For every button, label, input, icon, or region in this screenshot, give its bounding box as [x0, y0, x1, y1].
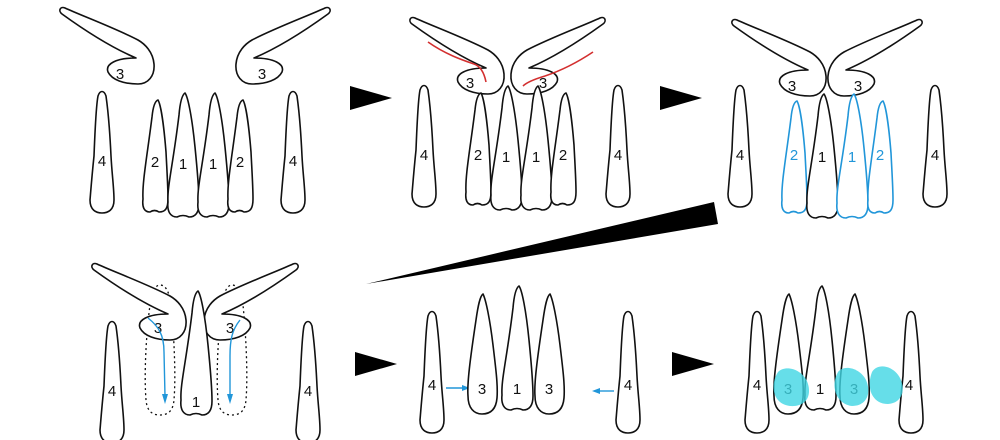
incision-line-left [427, 41, 487, 83]
central-right-extracted: 1 [836, 93, 869, 219]
canine-left-impacted: 3 [731, 18, 827, 97]
canine-left-label: 3 [116, 66, 124, 83]
premolar-right-label: 4 [905, 377, 913, 394]
central-left-label: 1 [816, 381, 824, 398]
bone-graft-right [869, 366, 903, 404]
central-left: 1 [501, 285, 534, 411]
premolar-left-label: 4 [108, 383, 116, 400]
central-left-label: 1 [179, 156, 187, 173]
canine-right-label: 3 [258, 66, 266, 83]
canine-right-label: 3 [854, 78, 862, 95]
bone-graft-center [834, 367, 869, 406]
premolar-right-label: 4 [624, 377, 632, 394]
premolar-right-label: 4 [614, 147, 622, 164]
canine-right-impacted: 3 [235, 6, 331, 85]
central-left-label: 1 [818, 149, 826, 166]
central-left-label: 1 [502, 149, 510, 166]
canine-right-label: 3 [226, 320, 234, 337]
step-arrow-3 [355, 352, 397, 376]
premolar-left: 4 [411, 84, 437, 208]
panel-5-alignment: 4 3 1 3 4 [419, 285, 641, 434]
central-left-label: 1 [192, 394, 200, 411]
panel-6-final: 4 3 1 3 4 [744, 285, 924, 434]
central-left-label: 1 [513, 381, 521, 398]
movement-arrowhead-premolar-left [462, 385, 470, 391]
bone-graft-left [773, 368, 810, 407]
premolar-left-label: 4 [420, 147, 428, 164]
step-arrow-1 [350, 86, 392, 110]
panel-3-extraction: 3 3 4 2 1 1 2 4 [727, 18, 948, 219]
premolar-right: 4 [898, 310, 924, 434]
canine-right-impacted: 3 [827, 18, 923, 97]
premolar-left: 4 [419, 310, 445, 434]
premolar-right: 4 [295, 320, 321, 440]
premolar-right-label: 4 [304, 383, 312, 400]
canine-left-label: 3 [466, 75, 474, 92]
lateral-right: 2 [226, 99, 254, 213]
lateral-right-label: 2 [236, 154, 244, 171]
lateral-left-label: 2 [151, 154, 159, 171]
premolar-right-label: 4 [931, 147, 939, 164]
premolar-left: 4 [744, 310, 770, 434]
central-left: 1 [806, 93, 839, 219]
premolar-right: 4 [605, 84, 631, 208]
canine-right-label: 3 [539, 75, 547, 92]
step-arrow-2 [660, 86, 702, 110]
central-right-label: 1 [209, 156, 217, 173]
movement-arrowhead-right [227, 394, 233, 404]
panel-2-osteotomy: 3 3 4 2 1 1 2 4 [409, 16, 631, 211]
premolar-left-label: 4 [736, 147, 744, 164]
lateral-right-label: 2 [559, 147, 567, 164]
bone-graft-regions [773, 366, 903, 407]
canine-right-impacted: 3 [510, 16, 606, 95]
premolar-left: 4 [99, 320, 125, 440]
canine-left-label: 3 [478, 381, 486, 398]
central-left: 1 [804, 285, 837, 411]
premolar-left: 4 [89, 90, 115, 214]
lateral-right: 2 [549, 92, 577, 206]
step-arrow-4 [672, 352, 714, 376]
canine-right-label: 3 [545, 381, 553, 398]
central-right: 1 [520, 85, 553, 211]
central-right-label: 1 [848, 149, 856, 166]
premolar-right: 4 [280, 90, 306, 214]
premolar-right-label: 4 [289, 153, 297, 170]
panel-1-initial: 3 3 4 2 1 1 2 4 [59, 6, 331, 218]
movement-arrowhead-premolar-right [592, 388, 600, 394]
central-left: 1 [490, 85, 523, 211]
central-left: 1 [167, 92, 200, 218]
canine-left-impacted: 3 [59, 6, 155, 85]
canine-left-label: 3 [788, 78, 796, 95]
panel-4-transposition: 3 3 4 1 4 [91, 262, 321, 440]
canine-left-impacted: 3 [91, 262, 187, 341]
central-left: 1 [180, 290, 213, 416]
lateral-right-extracted: 2 [866, 100, 894, 214]
lateral-left-label: 2 [474, 147, 482, 164]
lateral-right-label: 2 [876, 147, 884, 164]
premolar-left-label: 4 [428, 377, 436, 394]
premolar-right: 4 [922, 84, 948, 208]
lateral-left-extracted: 2 [780, 100, 808, 214]
canine-right-impacted: 3 [203, 262, 299, 341]
lateral-left: 2 [464, 92, 492, 206]
lateral-left: 2 [141, 99, 169, 213]
canine-left-repositioned: 3 [467, 293, 499, 415]
central-right-label: 1 [532, 149, 540, 166]
lateral-left-label: 2 [790, 147, 798, 164]
movement-arrowhead-left [162, 394, 168, 404]
canine-right-repositioned: 3 [534, 293, 566, 415]
movement-path-left [147, 317, 166, 397]
premolar-left: 4 [727, 84, 753, 208]
premolar-right: 4 [615, 310, 641, 434]
movement-path-right [229, 319, 241, 396]
premolar-left-label: 4 [753, 377, 761, 394]
transition-wedge [366, 202, 718, 284]
canine-left-impacted: 3 [409, 16, 505, 95]
central-right: 1 [197, 92, 230, 218]
incision-line-right [522, 51, 594, 87]
premolar-left-label: 4 [98, 153, 106, 170]
